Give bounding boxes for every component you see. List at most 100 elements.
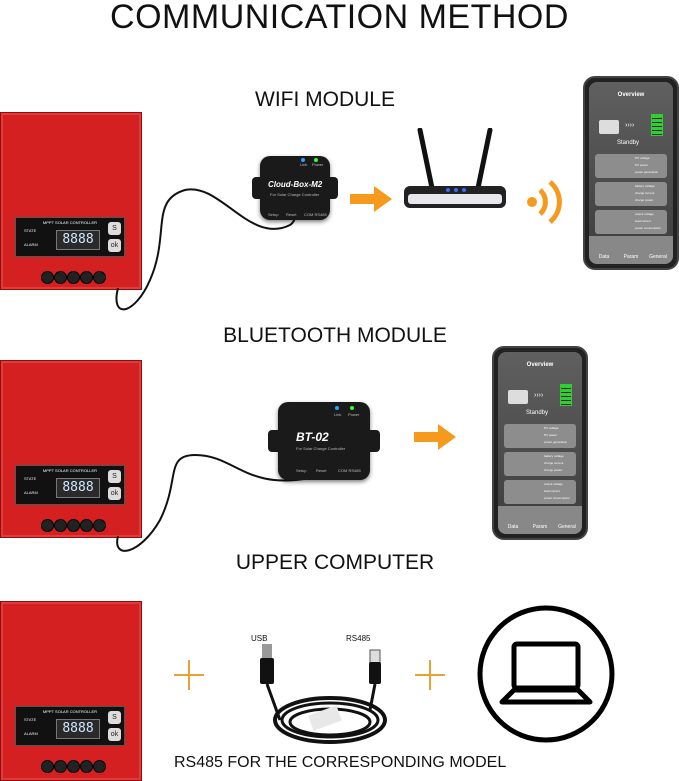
controller-panel-name: MPPT SOLAR CONTROLLER bbox=[42, 468, 98, 473]
bt-reset-label: Reset bbox=[316, 468, 327, 473]
load-card: output voltage load current power consum… bbox=[504, 480, 576, 504]
power-consumption-label: power consumption bbox=[544, 496, 571, 500]
pv-power-label: PV power bbox=[635, 163, 649, 167]
load-current-label: load current bbox=[635, 219, 651, 223]
phone-screen: Overview ›››› Standby PV voltage PV powe… bbox=[589, 82, 673, 264]
controller-lcd: 8888 bbox=[56, 478, 100, 498]
module-ear-left bbox=[268, 430, 282, 452]
pv-power-label: PV power bbox=[544, 433, 558, 437]
controller-s-button[interactable]: S bbox=[108, 711, 121, 724]
bt-link-label: Link bbox=[334, 412, 342, 417]
terminal-2 bbox=[54, 519, 67, 532]
controller-s-button[interactable]: S bbox=[108, 222, 121, 235]
terminal-2 bbox=[54, 271, 67, 284]
alarm-label: ALARM bbox=[24, 731, 38, 736]
terminal-3 bbox=[67, 760, 80, 773]
module-ear-right bbox=[366, 430, 380, 452]
plus-icon bbox=[415, 660, 445, 690]
charge-current-label: charge current bbox=[544, 461, 564, 465]
rs485-label: RS485 bbox=[346, 634, 371, 643]
smartphone-app: Overview ›››› Standby PV voltage PV powe… bbox=[583, 76, 679, 270]
flow-arrows-icon: ›››› bbox=[625, 122, 635, 129]
bt-link-led bbox=[335, 406, 339, 410]
alarm-label: ALARM bbox=[24, 490, 38, 495]
pv-voltage-label: PV voltage bbox=[544, 426, 559, 430]
section-upper-computer-title: UPPER COMPUTER bbox=[235, 551, 435, 574]
tab-data[interactable]: Data bbox=[598, 254, 610, 260]
wifi-link-label: Link bbox=[300, 162, 308, 167]
terminal-5 bbox=[93, 271, 106, 284]
pv-card: PV voltage PV power power generation bbox=[595, 154, 667, 178]
power-generation-label: power generation bbox=[635, 170, 659, 174]
section-wifi-title: WIFI MODULE bbox=[255, 88, 395, 111]
flow-arrows-icon: ›››› bbox=[534, 392, 544, 399]
wifi-module-subtitle: For Solar Charge Controller bbox=[270, 192, 320, 197]
tab-general[interactable]: General bbox=[649, 254, 667, 260]
controller-lcd: 8888 bbox=[56, 230, 100, 250]
pv-voltage-label: PV voltage bbox=[635, 156, 650, 160]
controller-ok-button[interactable]: ok bbox=[108, 487, 121, 500]
terminal-4 bbox=[80, 519, 93, 532]
load-current-label: load current bbox=[544, 489, 560, 493]
output-voltage-label: output voltage bbox=[635, 212, 654, 216]
battery-icon bbox=[651, 114, 663, 136]
controller-panel: MPPT SOLAR CONTROLLER STATE ALARM 8888 S… bbox=[15, 217, 125, 257]
charge-current-label: charge current bbox=[635, 191, 655, 195]
solar-panel-icon bbox=[599, 120, 619, 134]
terminal-4 bbox=[80, 271, 93, 284]
load-card: output voltage load current power consum… bbox=[595, 210, 667, 234]
rs485-caption: RS485 FOR THE CORRESPONDING MODEL bbox=[174, 754, 507, 771]
app-status: Standby bbox=[617, 140, 640, 146]
controller-s-button[interactable]: S bbox=[108, 470, 121, 483]
bt-power-label: Power bbox=[348, 412, 360, 417]
usb-label: USB bbox=[251, 634, 268, 643]
charge-power-label: charge power bbox=[635, 198, 654, 202]
wireless-signal-icon bbox=[527, 180, 562, 224]
tab-param[interactable]: Param bbox=[532, 524, 548, 530]
solar-controller: MPPT SOLAR CONTROLLER STATE ALARM 8888 S… bbox=[0, 360, 142, 538]
tab-general[interactable]: General bbox=[558, 524, 576, 530]
terminal-4 bbox=[80, 760, 93, 773]
controller-panel-name: MPPT SOLAR CONTROLLER bbox=[42, 220, 98, 225]
wifi-com-label: COM RS485 bbox=[304, 212, 327, 217]
app-tab-bar: Data Param General bbox=[589, 236, 673, 264]
solar-controller: MPPT SOLAR CONTROLLER STATE ALARM 8888 S… bbox=[0, 601, 142, 781]
router-icon bbox=[404, 128, 506, 208]
arrow-icon bbox=[350, 186, 392, 212]
power-consumption-label: power consumption bbox=[635, 226, 662, 230]
plus-icon bbox=[174, 660, 204, 690]
bt-com-label: COM RS485 bbox=[338, 468, 361, 473]
state-label: STATE bbox=[24, 717, 37, 722]
wifi-link-led bbox=[301, 158, 305, 162]
app-status: Standby bbox=[526, 410, 549, 416]
section-bluetooth-title: BLUETOOTH MODULE bbox=[223, 324, 447, 347]
controller-ok-button[interactable]: ok bbox=[108, 239, 121, 252]
controller-ok-button[interactable]: ok bbox=[108, 728, 121, 741]
tab-data[interactable]: Data bbox=[507, 524, 519, 530]
wifi-power-led bbox=[314, 158, 318, 162]
smartphone-app: Overview ›››› Standby PV voltage PV powe… bbox=[492, 346, 588, 540]
terminal-1 bbox=[41, 519, 54, 532]
charge-power-label: charge power bbox=[544, 468, 563, 472]
phone-screen: Overview ›››› Standby PV voltage PV powe… bbox=[498, 352, 582, 534]
wifi-setup-label: Setup bbox=[268, 212, 279, 217]
state-label: STATE bbox=[24, 228, 37, 233]
pv-card: PV voltage PV power power generation bbox=[504, 424, 576, 448]
state-label: STATE bbox=[24, 476, 37, 481]
wifi-cable bbox=[115, 188, 297, 311]
bluetooth-module-name: BT-02 bbox=[296, 430, 329, 444]
bt-setup-label: Setup bbox=[296, 468, 307, 473]
solar-panel-icon bbox=[508, 390, 528, 404]
controller-panel: MPPT SOLAR CONTROLLER STATE ALARM 8888 S… bbox=[15, 465, 125, 505]
controller-panel: MPPT SOLAR CONTROLLER STATE ALARM 8888 S… bbox=[15, 706, 125, 746]
terminal-3 bbox=[67, 271, 80, 284]
battery-card: battery voltage charge current charge po… bbox=[504, 452, 576, 476]
wifi-module: Cloud-Box-M2 For Solar Charge Controller… bbox=[252, 156, 338, 220]
terminal-1 bbox=[41, 271, 54, 284]
tab-param[interactable]: Param bbox=[623, 254, 639, 260]
app-header-title: Overview bbox=[526, 362, 554, 368]
bt-power-led bbox=[350, 406, 354, 410]
battery-card: battery voltage charge current charge po… bbox=[595, 182, 667, 206]
wifi-reset-label: Reset bbox=[286, 212, 297, 217]
controller-panel-name: MPPT SOLAR CONTROLLER bbox=[42, 709, 98, 714]
